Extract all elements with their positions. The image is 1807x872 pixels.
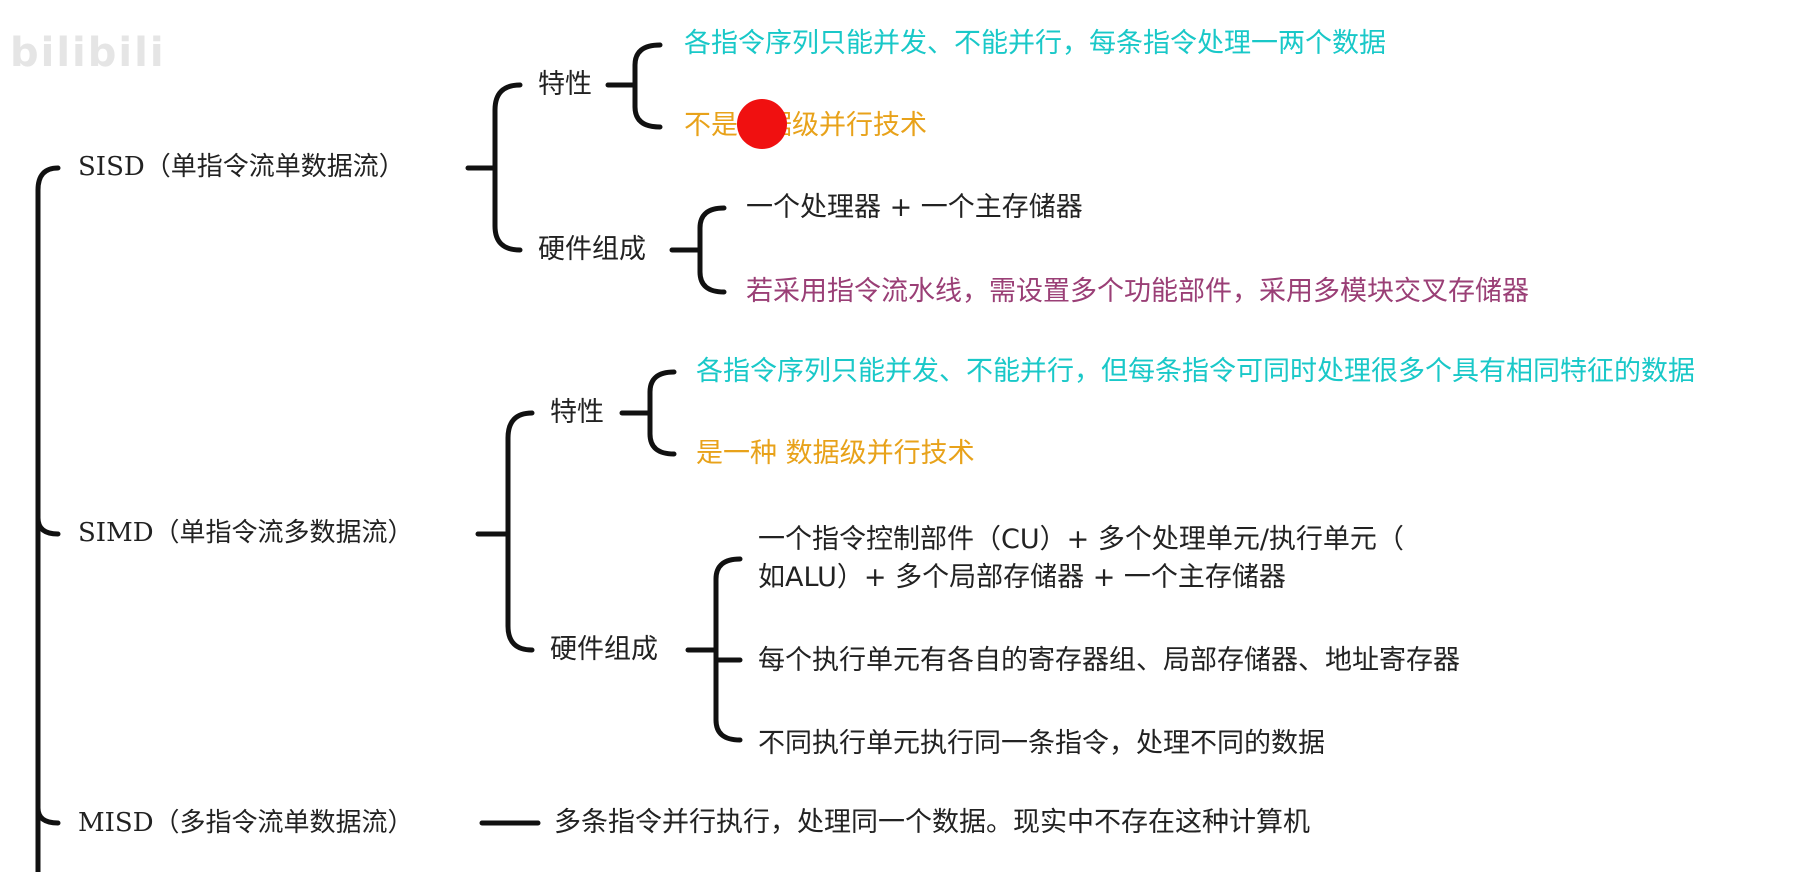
sisd-node: SISD（单指令流单数据流） bbox=[78, 152, 405, 182]
simd-hardware-label: 硬件组成 bbox=[550, 634, 658, 665]
misd-desc: 多条指令并行执行，处理同一个数据。现实中不存在这种计算机 bbox=[554, 807, 1310, 838]
simd-feature-item: 各指令序列只能并发、不能并行，但每条指令可同时处理很多个具有相同特征的数据 bbox=[696, 356, 1695, 387]
sisd-feature-item: 各指令序列只能并发、不能并行，每条指令处理一两个数据 bbox=[684, 28, 1386, 59]
simd-node: SIMD（单指令流多数据流） bbox=[78, 518, 414, 548]
simd-hardware-item: 如ALU）+ 多个局部存储器 + 一个主存储器 bbox=[758, 562, 1286, 593]
sisd-hardware-label: 硬件组成 bbox=[538, 234, 646, 265]
bilibili-watermark: bilibili bbox=[10, 30, 166, 76]
simd-hardware-item: 一个指令控制部件（CU）+ 多个处理单元/执行单元（ bbox=[758, 524, 1404, 555]
simd-hardware-item: 每个执行单元有各自的寄存器组、局部存储器、地址寄存器 bbox=[758, 645, 1460, 676]
simd-hardware-item: 不同执行单元执行同一条指令，处理不同的数据 bbox=[758, 728, 1325, 759]
sisd-feature-label: 特性 bbox=[538, 69, 592, 100]
red-pointer-dot bbox=[737, 99, 787, 149]
sisd-hardware-item: 若采用指令流水线，需设置多个功能部件，采用多模块交叉存储器 bbox=[746, 276, 1529, 307]
sisd-feature-item: 不是数据级并行技术 bbox=[684, 110, 927, 141]
simd-feature-label: 特性 bbox=[550, 397, 604, 428]
simd-feature-item: 是一种 数据级并行技术 bbox=[696, 438, 975, 469]
sisd-hardware-item: 一个处理器 + 一个主存储器 bbox=[746, 192, 1083, 223]
misd-node: MISD（多指令流单数据流） bbox=[78, 808, 414, 838]
